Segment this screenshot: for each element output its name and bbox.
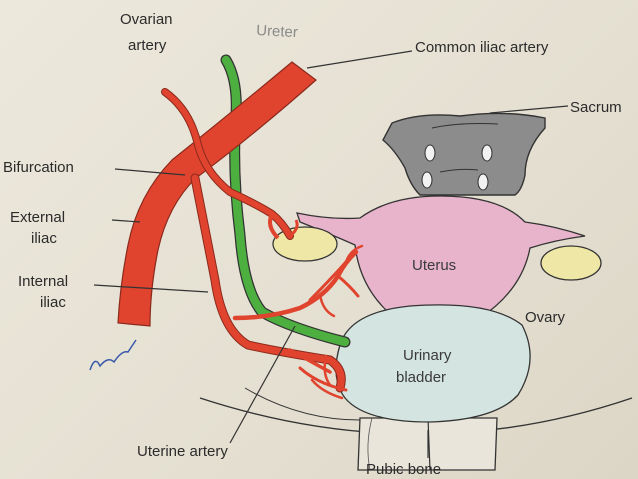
left-ovary (272, 226, 338, 262)
label-uterus: Uterus (412, 257, 456, 274)
label-ovary: Ovary (525, 309, 566, 326)
urinary-bladder (335, 304, 531, 423)
label-ovarian-artery-1: Ovarian (120, 11, 173, 28)
label-urinary-bladder-1: Urinary (403, 347, 452, 364)
uterus (296, 195, 586, 319)
leader-internal-iliac (93, 284, 209, 293)
label-internal-iliac-1: Internal (18, 273, 68, 290)
pen-squiggle (89, 339, 137, 371)
uterine-artery (232, 244, 364, 400)
leader-bifurcation (114, 168, 186, 176)
label-pubic-bone: Pubic bone (366, 461, 441, 478)
label-uterine-artery: Uterine artery (137, 443, 228, 460)
label-ovarian-artery-2: artery (128, 37, 167, 54)
label-external-iliac-2: iliac (31, 230, 57, 247)
leader-uterine-artery (229, 325, 296, 444)
common-and-external-iliac-artery (117, 61, 317, 327)
label-internal-iliac-2: iliac (40, 294, 66, 311)
label-bifurcation: Bifurcation (3, 159, 74, 176)
label-external-iliac-1: External (10, 209, 65, 226)
label-sacrum: Sacrum (570, 99, 622, 116)
leader-external-iliac (111, 219, 141, 223)
label-common-iliac-artery: Common iliac artery (415, 39, 549, 56)
leader-common-iliac (306, 50, 413, 69)
leader-sacrum (489, 105, 569, 114)
label-urinary-bladder-2: bladder (396, 369, 446, 386)
sacrum (382, 112, 546, 196)
label-ureter: Ureter (256, 22, 299, 41)
right-ovary (540, 245, 602, 281)
